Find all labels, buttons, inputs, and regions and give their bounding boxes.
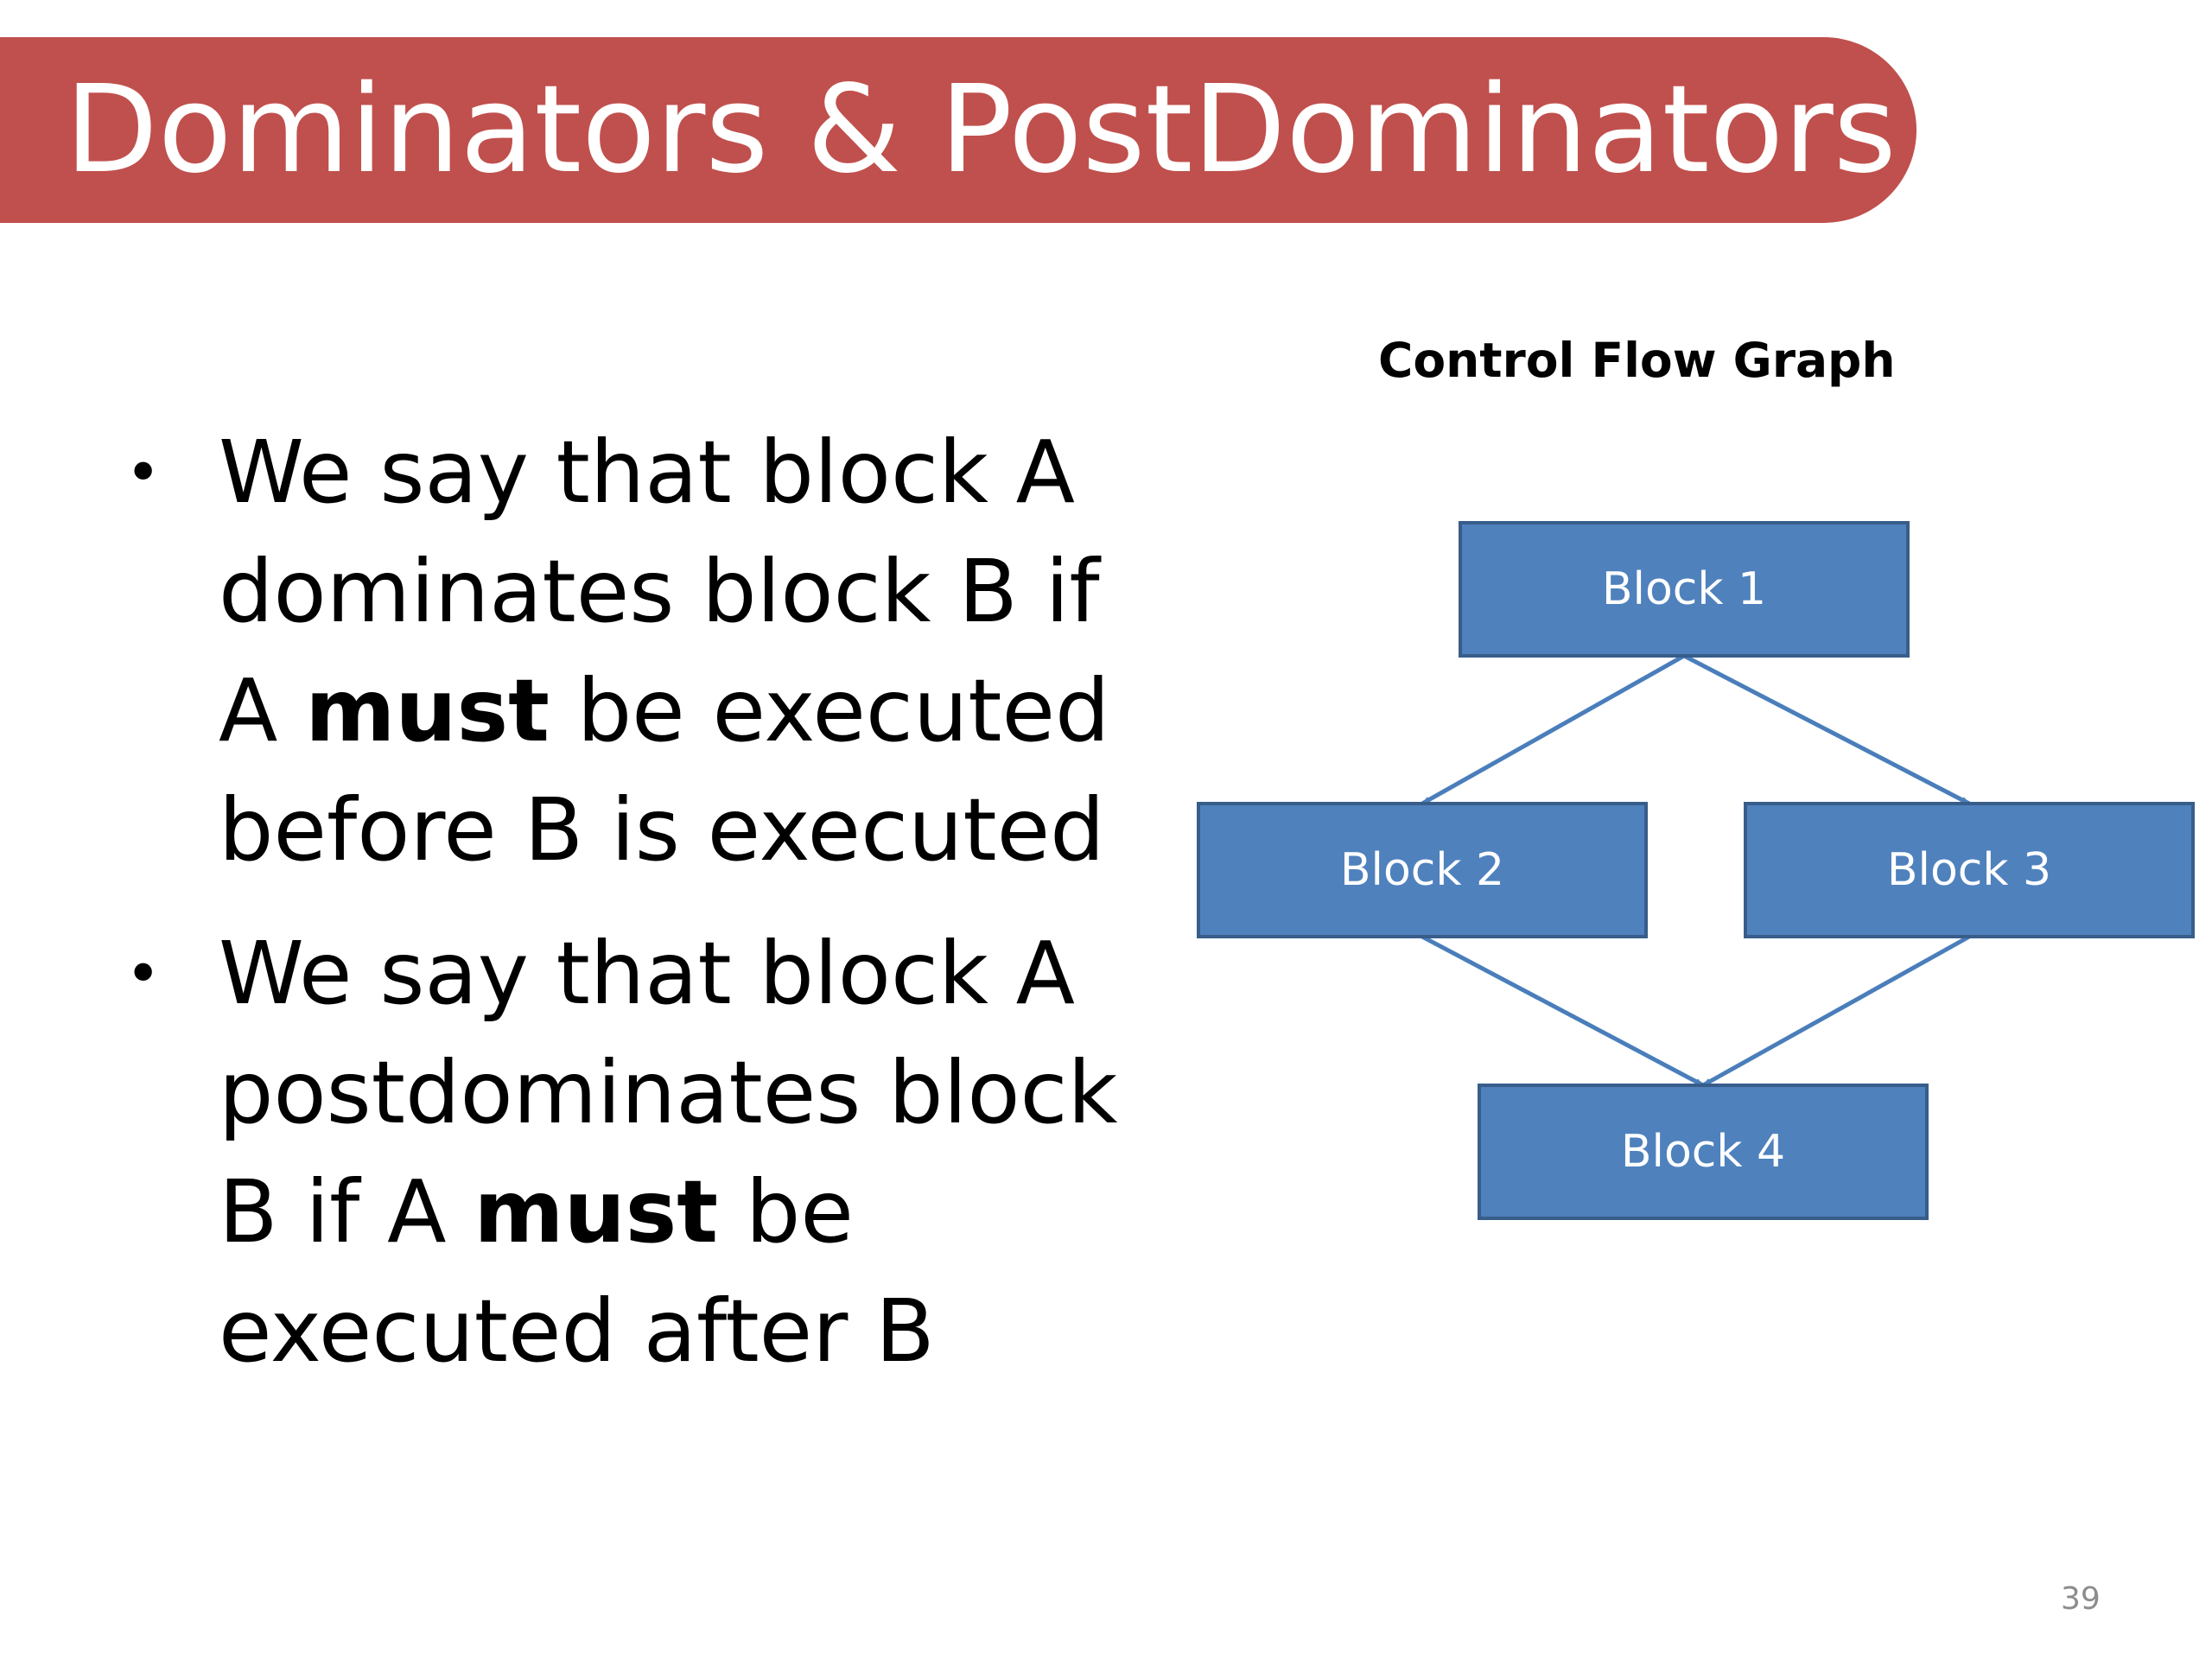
slide-title: Dominators & PostDominators — [65, 60, 1897, 200]
bullet-bold-segment: must — [474, 1161, 719, 1262]
node-box — [1197, 802, 1648, 938]
bullet-line: postdominates block — [219, 1033, 1186, 1153]
node-b3: Block 3 — [1744, 802, 2195, 938]
bullet-line: dominates block B if — [219, 532, 1186, 652]
node-box — [1459, 521, 1910, 658]
bullet-text-segment: executed after B — [219, 1281, 935, 1382]
bullet-text-segment: We say that block A — [219, 923, 1076, 1024]
bullet-text-segment: be executed — [549, 660, 1110, 761]
bullet-line: We say that block A — [219, 413, 1186, 532]
edge-b3-b4 — [1701, 934, 1971, 1088]
bullet-text-segment: be — [718, 1161, 854, 1262]
bullet-line: B if A must be — [219, 1153, 1186, 1272]
bullet-line: before B is executed — [219, 771, 1186, 890]
node-label: Block 4 — [1621, 1126, 1785, 1178]
bullet-text-segment: We say that block A — [219, 422, 1076, 523]
node-box — [1478, 1084, 1929, 1220]
bullet-bold-segment: must — [305, 660, 550, 761]
node-b4: Block 4 — [1478, 1084, 1929, 1220]
node-label: Block 1 — [1602, 563, 1766, 615]
bullet-text-segment: B if A — [219, 1161, 474, 1262]
bullet-item-postdominates: • We say that block A postdominates block… — [125, 914, 1186, 1391]
bullet-line: executed after B — [219, 1272, 1186, 1391]
bullet-line: We say that block A — [219, 914, 1186, 1033]
bullet-text-segment: postdominates block — [219, 1042, 1118, 1143]
bullet-item-dominates: • We say that block A dominates block B i… — [125, 413, 1186, 890]
node-b1: Block 1 — [1459, 521, 1910, 658]
diagram-title: Control Flow Graph — [1378, 333, 1896, 388]
bullet-line: A must be executed — [219, 652, 1186, 771]
bullet-text-segment: before B is executed — [219, 779, 1105, 880]
edge-b1-b2 — [1421, 653, 1686, 806]
bullet-dot-icon: • — [125, 938, 162, 1009]
bullet-text-segment: A — [219, 660, 306, 761]
bullet-text-segment: dominates block B if — [219, 541, 1100, 642]
edge-b2-b4 — [1421, 934, 1705, 1088]
edge-b1-b3 — [1682, 653, 1971, 806]
bullet-dot-icon: • — [125, 437, 162, 508]
title-banner — [0, 37, 1916, 223]
node-b2: Block 2 — [1197, 802, 1648, 938]
bullet-list: • We say that block A dominates block B i… — [125, 413, 1186, 1391]
node-box — [1744, 802, 2195, 938]
node-label: Block 3 — [1887, 844, 2051, 896]
node-label: Block 2 — [1340, 844, 1504, 896]
page-number: 39 — [2061, 1581, 2101, 1617]
